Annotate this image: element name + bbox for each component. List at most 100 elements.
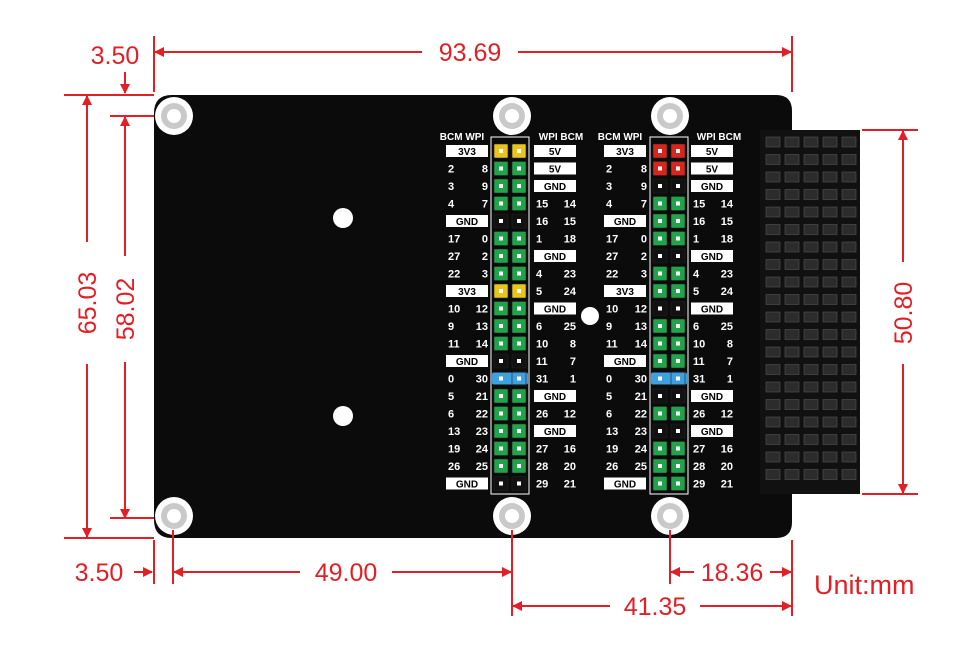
connector-pin [841,154,857,165]
pin-label-box: GND [691,425,733,438]
pin-number: 25 [476,461,488,473]
connector-pin [765,451,781,463]
pin-number: 27 [448,251,460,263]
jumper-pin [652,161,686,176]
header-bcm-wpi: BCM WPI [598,132,643,143]
connector-pin [841,189,857,200]
connector-pin [841,399,857,410]
connector-pin [765,294,781,305]
jumper-pin [493,406,527,421]
connector-pin [765,469,781,480]
connector-pin [765,241,781,253]
pin-number: 21 [564,479,576,491]
connector-pin [784,469,800,480]
pin-number: 23 [564,269,576,281]
pin-number: 26 [448,461,460,473]
pin-number: 1 [693,234,699,246]
pin-number: 24 [721,286,734,298]
jumper-pin [652,248,686,264]
pin-label-box: GND [691,250,733,263]
connector-pin [784,399,800,410]
pin-label-text: 3V3 [458,287,476,298]
pin-number: 31 [536,374,548,386]
dimension-lines [64,36,918,616]
dim-height-inner: 58.02 [112,278,140,341]
jumper-pin [493,423,527,439]
connector-pin [841,171,857,183]
pin-number: 9 [448,321,454,333]
pin-number: 26 [693,409,705,421]
pin-number: 7 [482,199,488,211]
pin-label-box: GND [534,250,576,263]
connector-pin [784,189,800,200]
connector-pin [765,311,781,323]
connector-pin [822,171,838,183]
connector-pin [803,171,819,183]
connector-pin [803,434,819,445]
jumper-pin [652,458,686,474]
jumper-pin [493,353,527,369]
pin-label-box: GND [691,180,733,193]
connector-pin [841,294,857,305]
connector-pin [822,329,838,340]
pin-number: 28 [536,461,548,473]
pin-number: 9 [606,321,612,333]
connector-pin [784,346,800,358]
pin-number: 14 [564,199,577,211]
pin-number: 8 [727,339,733,351]
pin-number: 12 [635,304,647,316]
connector-pin [822,381,838,393]
jumper-pin [493,196,527,211]
pin-label-box: 5V [691,162,733,176]
pin-label-box: GND [691,390,733,403]
pin-number: 15 [693,199,705,211]
connector-pin [765,381,781,393]
pin-number: 5 [693,286,699,298]
connector-pin [784,241,800,253]
connector-pin [784,381,800,393]
pin-label-text: 5V [549,147,562,158]
pin-number: 20 [564,461,576,473]
pin-number: 2 [641,251,647,263]
pin-number: 23 [721,269,733,281]
dim-top-offset: 3.50 [91,42,140,70]
jumper-pin [652,336,686,351]
connector-pin [803,241,819,253]
connector-pin [784,259,800,270]
connector-pin [765,434,781,445]
pin-label-box: 5V [534,145,576,158]
connector-pin [841,346,857,358]
pin-label-text: GND [544,427,566,438]
dim-header-height: 50.80 [890,282,918,345]
pin-label-text: GND [614,357,636,368]
connector-pin [765,276,781,288]
pin-label-text: GND [701,427,723,438]
pin-number: 3 [448,181,454,193]
jumper-pin [493,458,527,474]
pin-number: 9 [482,181,488,193]
pin-label-text: GND [701,182,723,193]
board-hole [333,406,353,426]
connector-pin [784,311,800,323]
pin-label-box: GND [534,302,576,316]
pin-label-box: GND [691,302,733,316]
connector-pin [784,451,800,463]
connector-pin [765,189,781,200]
connector-pin [822,241,838,253]
pin-number: 21 [476,391,488,403]
pin-number: 7 [641,199,647,211]
pin-label-text: GND [456,357,478,368]
jumper-pin [493,283,527,299]
jumper-pin [652,301,686,316]
pin-label-text: GND [701,252,723,263]
pin-label-text: GND [701,305,723,316]
connector-pin [803,381,819,393]
jumper-pin [493,301,527,316]
pin-number: 23 [635,426,647,438]
dim-height-outer: 65.03 [74,272,102,335]
pin-number: 12 [721,409,733,421]
pin-number: 10 [536,339,548,351]
pin-label-text: GND [614,217,636,228]
